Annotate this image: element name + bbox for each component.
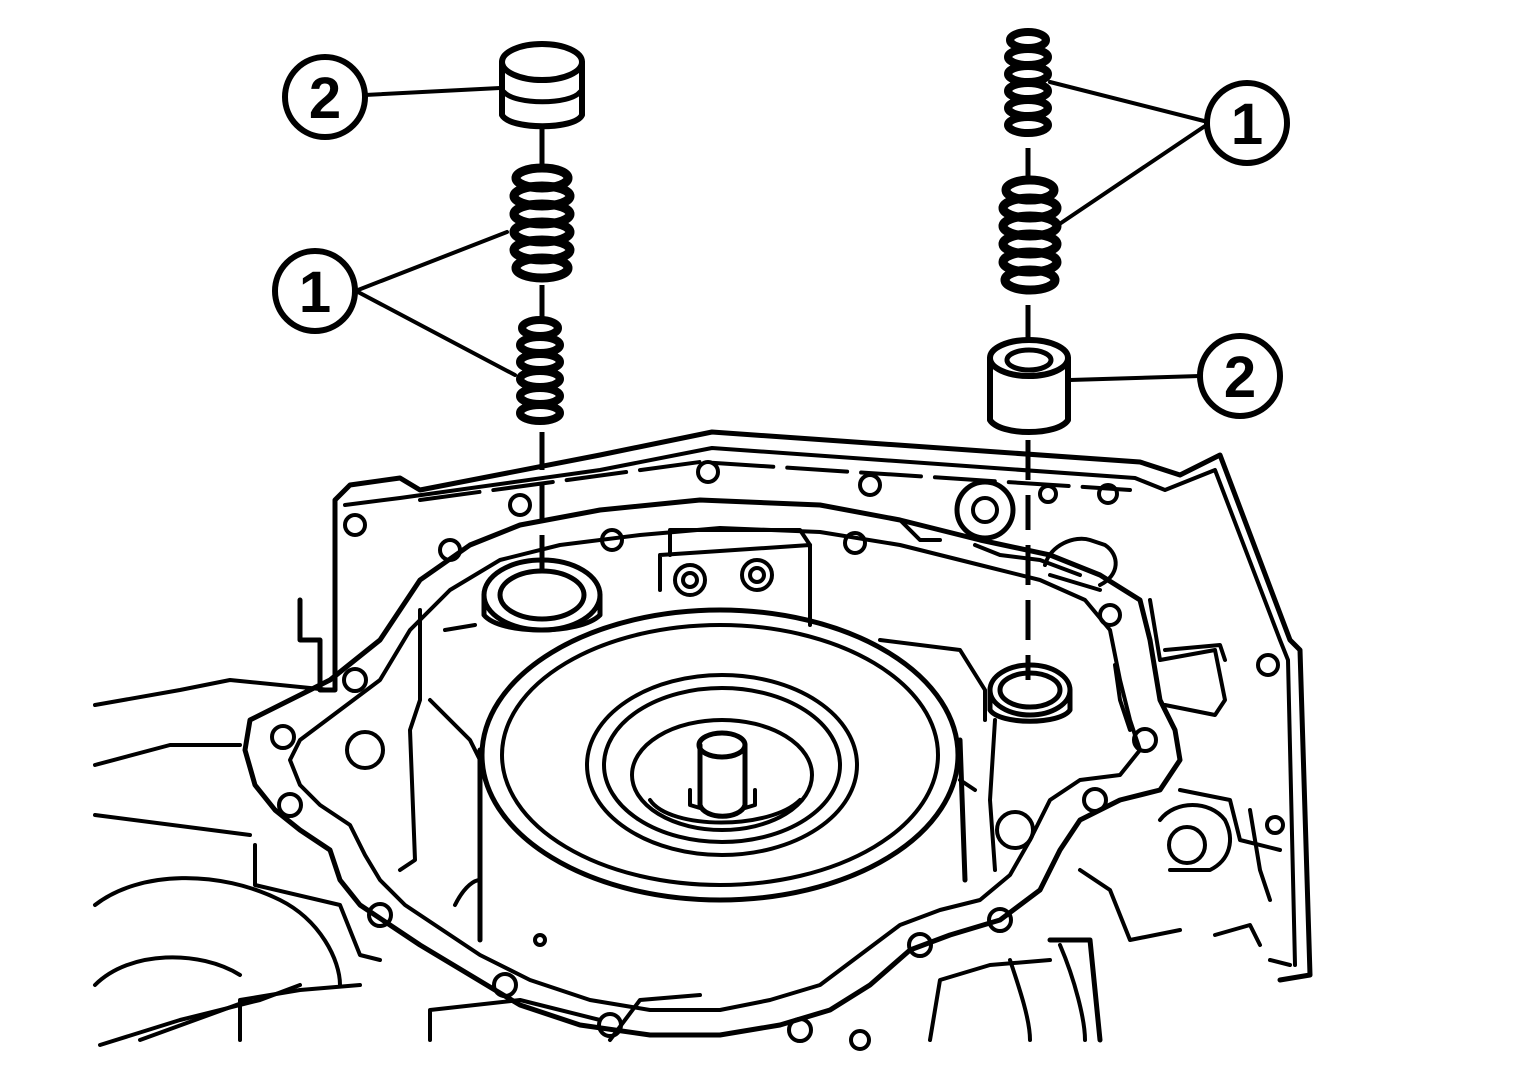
flange-bolt-holes: [270, 460, 1285, 1051]
left-upper-spring: [509, 163, 575, 283]
callout-left-top: 2: [282, 54, 368, 140]
callout-number: 1: [1231, 92, 1263, 157]
callout-left-mid: 1: [272, 248, 358, 334]
callout-leaders: [356, 80, 1210, 382]
callout-number: 1: [299, 260, 331, 325]
left-exploded-stack: [499, 41, 585, 570]
central-drum-assembly: [477, 607, 968, 943]
callout-right-top: 1: [1204, 80, 1290, 166]
right-lower-spring: [998, 175, 1062, 295]
callout-number: 2: [309, 66, 341, 131]
left-valve-bore: [481, 557, 603, 633]
right-exploded-stack: [987, 28, 1071, 680]
callout-number: 2: [1224, 345, 1256, 410]
right-upper-spring: [1004, 28, 1052, 137]
right-plug: [987, 337, 1071, 435]
left-plug: [499, 41, 585, 130]
callout-right-mid: 2: [1197, 333, 1283, 419]
left-lower-spring: [516, 316, 564, 425]
